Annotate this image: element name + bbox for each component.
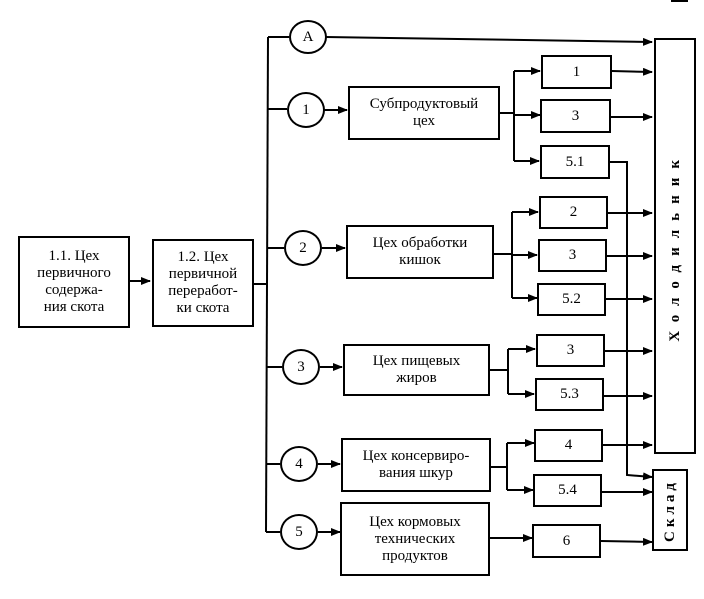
output-box: 5.2 [537, 283, 606, 316]
circle-2: 2 [284, 230, 322, 266]
workshop-edible-fats: Цех пищевых жиров [343, 344, 490, 396]
output-box: 4 [534, 429, 603, 462]
output-box: 5.1 [540, 145, 610, 179]
workshop-feed-technical: Цех кормовых технических продуктов [340, 502, 490, 576]
output-box: 5.3 [535, 378, 604, 411]
warehouse-label: Склад [661, 478, 678, 542]
primary-keeping-box: 1.1. Цех первичного содержа- ния скота [18, 236, 130, 328]
circle-1: 1 [287, 92, 325, 128]
refrigerator-label: Холодильник [666, 150, 683, 342]
circle-5: 5 [280, 514, 318, 550]
line-5-1-to-warehouse [610, 161, 653, 481]
trunk-line [265, 36, 269, 533]
workshop-by-products: Субпродуктовый цех [348, 86, 500, 140]
circle-4: 4 [280, 446, 318, 482]
circle-3: 3 [282, 349, 320, 385]
output-box: 1 [541, 55, 612, 89]
warehouse-box: Склад [652, 469, 688, 551]
circle-a: А [289, 20, 327, 54]
arrow-a-to-refrigerator [325, 36, 653, 46]
output-box: 3 [536, 334, 605, 367]
refrigerator-box: Холодильник [654, 38, 696, 454]
workshop-casings: Цех обработки кишок [346, 225, 494, 279]
primary-processing-box: 1.2. Цех первичной переработ- ки скота [152, 239, 254, 327]
output-box: 5.4 [533, 474, 602, 507]
output-box: 3 [540, 99, 611, 133]
output-box: 6 [532, 524, 601, 558]
workshop-hide-preservation: Цех консервиро- вания шкур [341, 438, 491, 492]
output-box: 2 [539, 196, 608, 229]
output-box: 3 [538, 239, 607, 272]
